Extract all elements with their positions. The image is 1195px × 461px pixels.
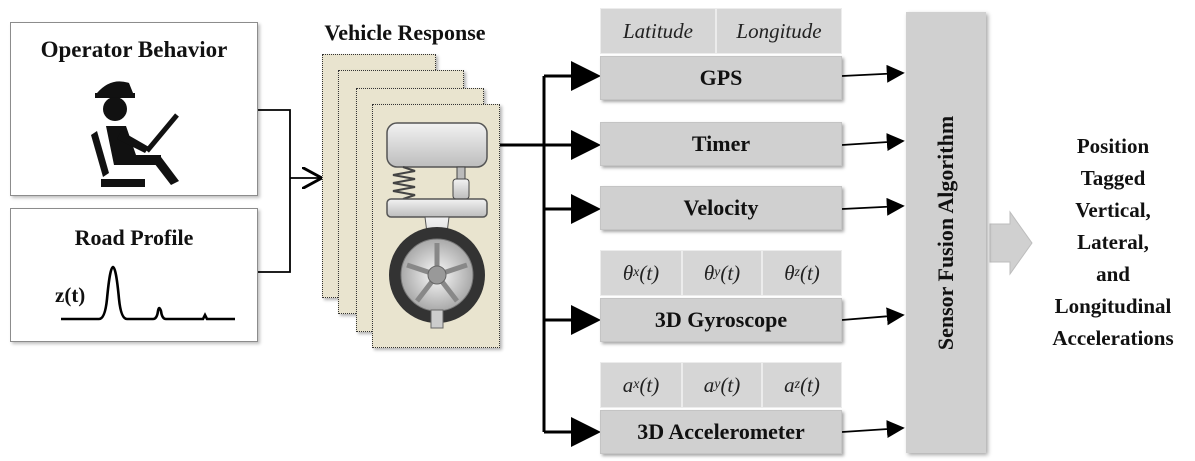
vehicle-card-1	[372, 104, 500, 348]
gps-to-fusion	[841, 64, 905, 83]
vehicle-response-title: Vehicle Response	[324, 20, 486, 45]
road-profile-curve	[61, 265, 235, 321]
gps-sensor: GPS	[600, 56, 842, 100]
road-axis-label: z(t)	[55, 283, 86, 307]
gps-cell-latitude: Latitude	[600, 8, 716, 54]
velocity-sensor: Velocity	[600, 186, 842, 230]
output-arrow-icon	[989, 210, 1033, 276]
operator-behavior-box: Operator Behavior	[10, 22, 258, 196]
sensor-fusion-label: Sensor Fusion Algorithm	[933, 115, 958, 350]
output-line: and	[1096, 262, 1130, 286]
output-label: Position Tagged Vertical, Lateral, and L…	[1032, 130, 1194, 354]
output-line: Accelerations	[1052, 326, 1174, 350]
output-line: Vertical,	[1075, 198, 1151, 222]
accel-to-fusion	[841, 420, 905, 439]
suspension-wheel-icon	[386, 122, 488, 329]
road-profile-title: Road Profile	[74, 225, 194, 250]
gyro-to-fusion	[841, 307, 905, 326]
timer-to-fusion	[841, 133, 905, 152]
gyroscope-sensor: 3D Gyroscope	[600, 298, 842, 342]
output-line: Lateral,	[1077, 230, 1149, 254]
gps-cell-longitude: Longitude	[716, 8, 842, 54]
driver-icon	[91, 81, 179, 187]
output-line: Position	[1076, 134, 1150, 158]
accelerometer-sensor: 3D Accelerometer	[600, 410, 842, 454]
operator-behavior-title: Operator Behavior	[40, 37, 228, 62]
velocity-to-fusion	[841, 197, 905, 216]
road-profile-box: Road Profile z(t)	[10, 208, 258, 342]
output-line: Longitudinal	[1054, 294, 1172, 318]
sensor-fusion-block: Sensor Fusion Algorithm	[906, 12, 986, 453]
timer-sensor: Timer	[600, 122, 842, 166]
operator-connector	[258, 109, 291, 273]
output-line: Tagged	[1080, 166, 1146, 190]
